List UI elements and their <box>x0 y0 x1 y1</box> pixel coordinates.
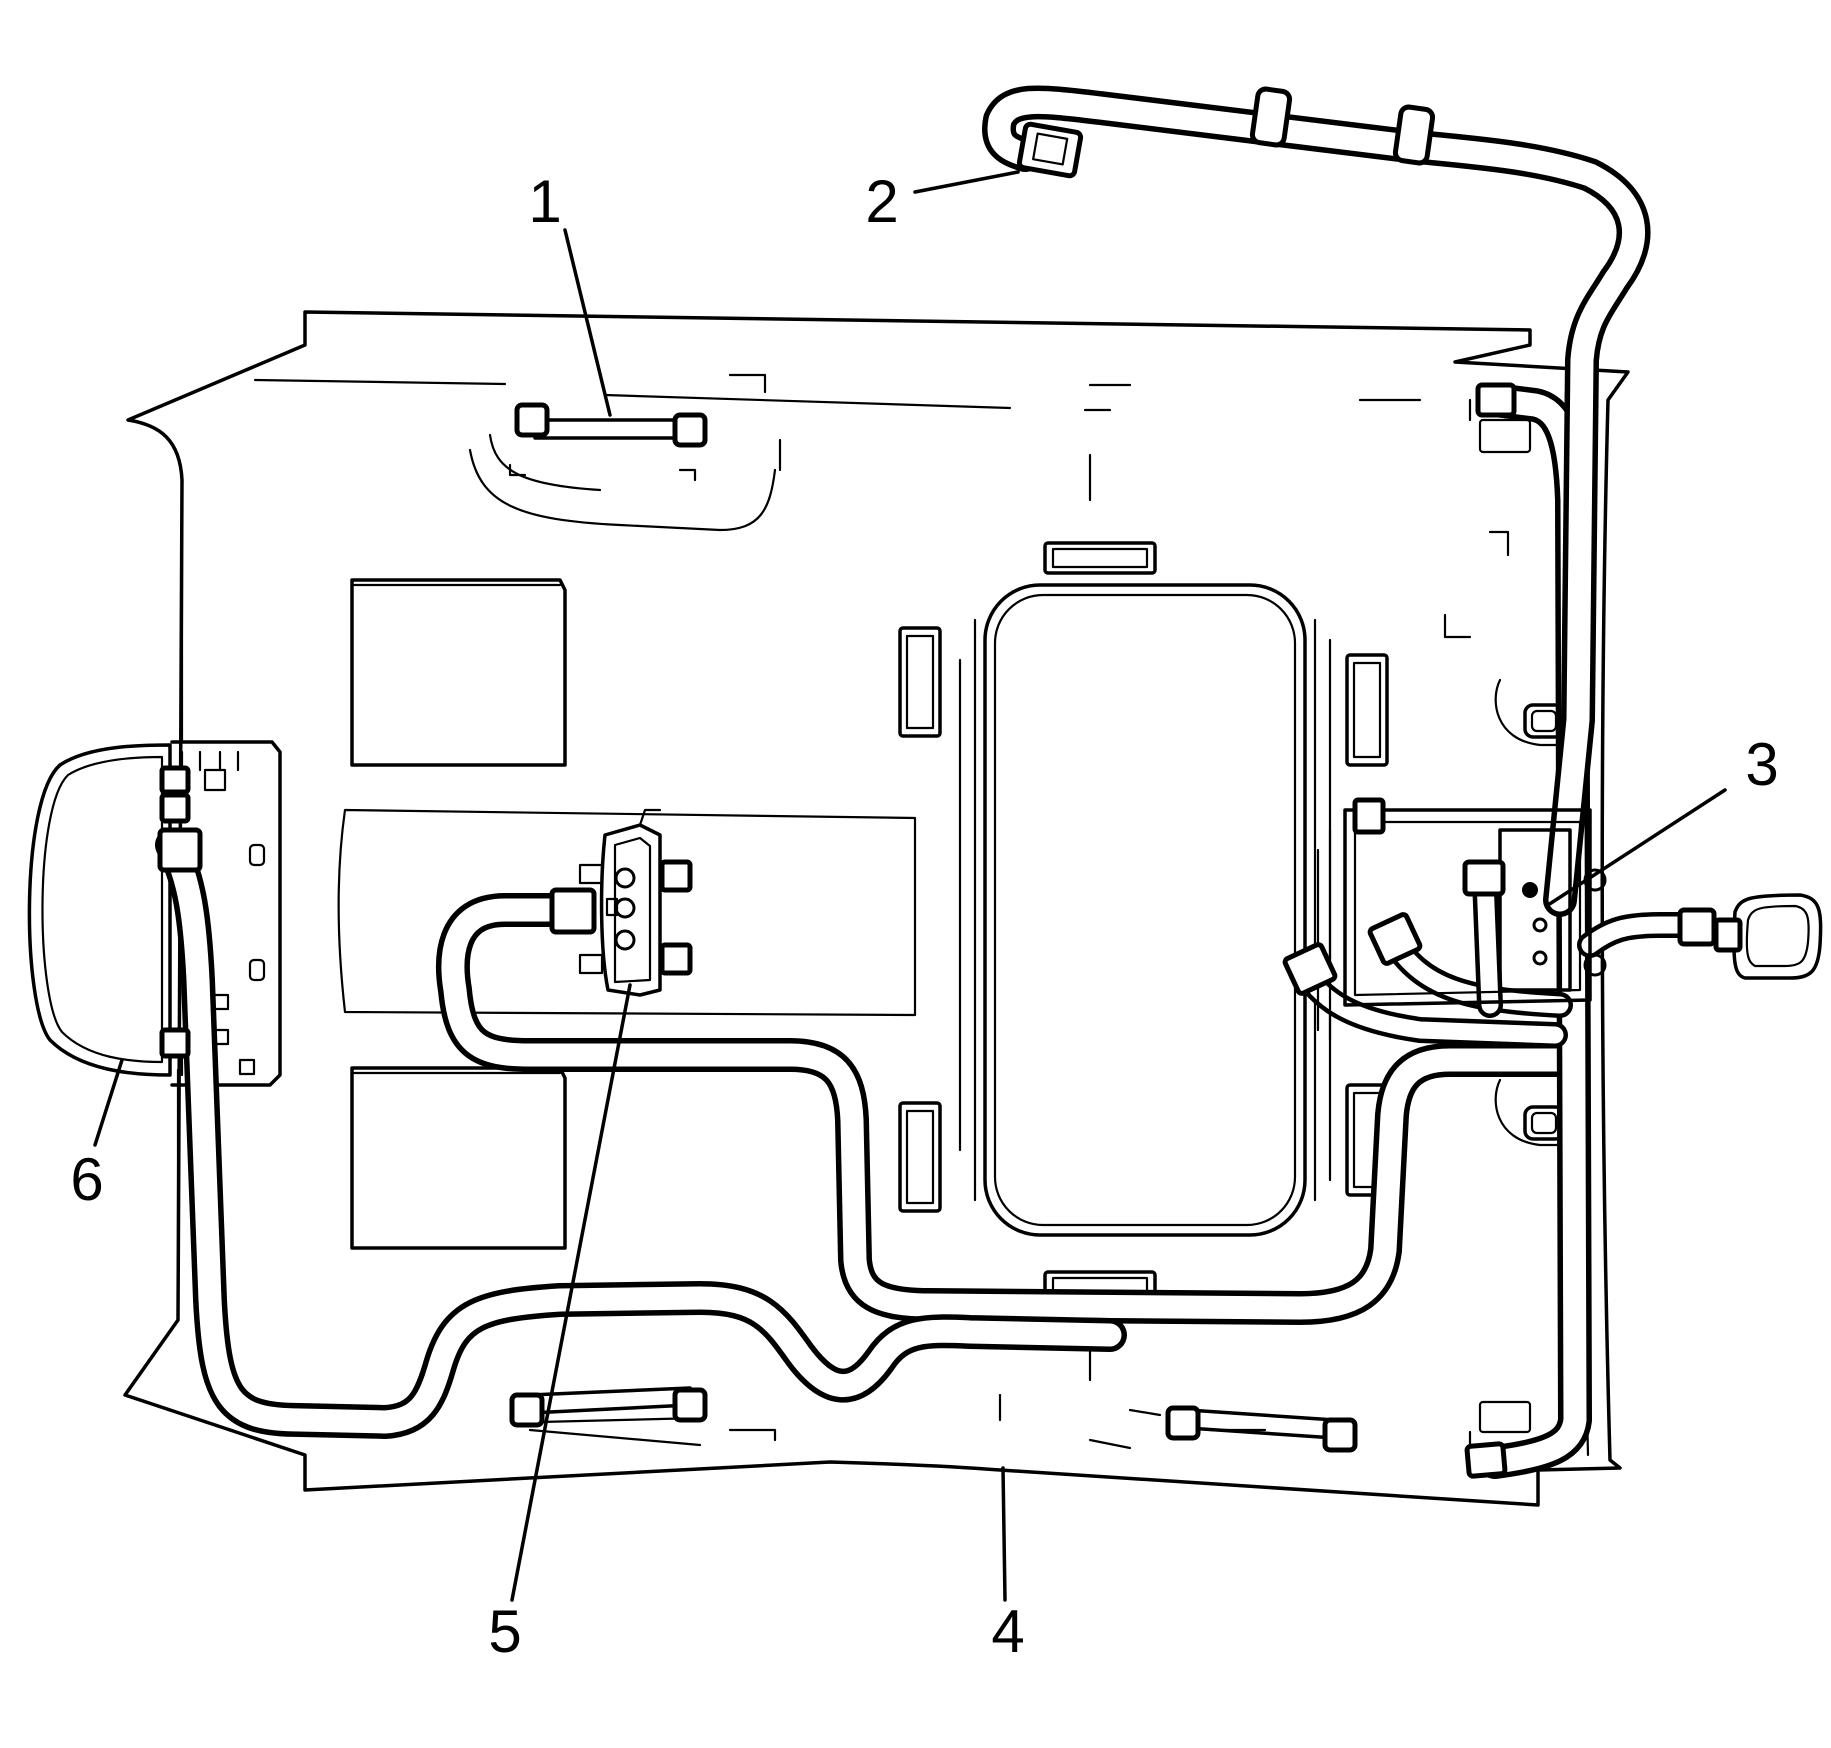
rear-handle-right <box>1128 1405 1358 1453</box>
callout-5: 5 <box>488 1598 521 1665</box>
headliner-wiring-harness <box>155 85 1713 1479</box>
rear-handle-left <box>509 1386 777 1442</box>
callout-6: 6 <box>70 1146 103 1213</box>
overhead-console-connector <box>549 808 693 997</box>
callout-4: 4 <box>991 1598 1024 1665</box>
front-harness-connector <box>1016 121 1084 179</box>
front-handle-recess <box>468 373 782 532</box>
visor-pad-left-rear <box>350 1066 567 1250</box>
callout-3: 3 <box>1745 731 1778 798</box>
callout-2: 2 <box>865 168 898 235</box>
callout-labels: 1 2 3 4 5 6 <box>70 168 1778 1665</box>
callout-1: 1 <box>528 168 561 235</box>
dome-lamp-assembly <box>1282 797 1823 1042</box>
headliner-panel <box>123 310 1630 1507</box>
visor-pad-left-front <box>350 578 567 767</box>
callout-leaders <box>93 170 1727 1602</box>
rear-view-mirror-assembly <box>27 740 282 1087</box>
sunroof-opening <box>898 541 1389 1304</box>
center-console-pad <box>337 808 917 1017</box>
